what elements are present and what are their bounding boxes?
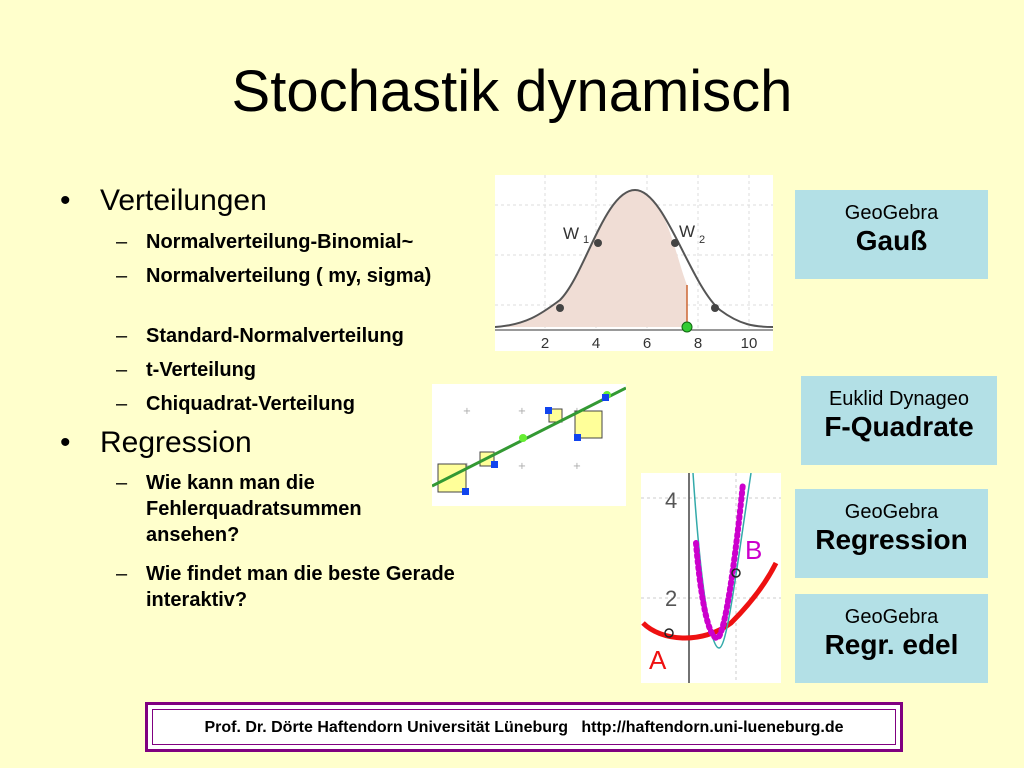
dash: – <box>116 563 128 585</box>
svg-text:+: + <box>518 461 526 472</box>
subitem: –Normalverteilung ( my, sigma) <box>116 263 436 289</box>
bullet-dot: • <box>60 426 71 459</box>
subitem: –Standard-Normalverteilung <box>116 323 496 349</box>
link-euklid-fquadrate[interactable]: Euklid Dynageo F-Quadrate <box>801 376 997 465</box>
bullet-verteilungen: • Verteilungen <box>60 184 267 218</box>
subitem-text: Wie kann man die Fehlerquadratsummen ans… <box>146 472 362 546</box>
subitem: –Normalverteilung-Binomial~ <box>116 229 496 255</box>
subitem-text: Standard-Normalverteilung <box>146 325 404 347</box>
footer-frame: Prof. Dr. Dörte Haftendorn Universität L… <box>145 702 903 752</box>
subitem: –Chiquadrat-Verteilung <box>116 391 446 417</box>
link-app: Euklid Dynageo <box>828 388 970 410</box>
svg-text:+: + <box>463 406 471 417</box>
x-tick: 4 <box>592 335 600 351</box>
subitem-text: Normalverteilung-Binomial~ <box>146 231 414 253</box>
dash: – <box>116 472 128 494</box>
dash: – <box>116 393 128 415</box>
parabola-figure: 4 2 A B <box>641 473 781 683</box>
link-app: GeoGebra <box>844 606 939 628</box>
x-tick: 10 <box>741 335 758 351</box>
w1-label: W <box>563 224 579 243</box>
link-geogebra-gauss[interactable]: GeoGebra Gauß <box>795 190 988 279</box>
point-b-label: B <box>745 535 762 565</box>
link-title: Gauß <box>855 225 928 256</box>
link-title: F-Quadrate <box>824 411 974 442</box>
dash: – <box>116 231 128 253</box>
link-app: GeoGebra <box>844 202 939 224</box>
bullet-regression: • Regression <box>60 426 252 460</box>
x-tick: 6 <box>643 335 651 351</box>
regression-squares-figure: +++ +++ <box>432 384 626 506</box>
footer-text: Prof. Dr. Dörte Haftendorn Universität L… <box>152 709 896 745</box>
dash: – <box>116 265 128 287</box>
bullet-label: Verteilungen <box>100 184 267 217</box>
link-title: Regr. edel <box>824 629 959 660</box>
point-a-label: A <box>649 645 667 675</box>
bullet-dot: • <box>60 184 71 217</box>
dash: – <box>116 325 128 347</box>
link-app: GeoGebra <box>844 501 939 523</box>
subitem: –Wie kann man die Fehlerquadratsummen an… <box>116 470 426 548</box>
gauss-figure: W 1 W 2 2 4 6 8 10 <box>495 175 773 351</box>
link-title: Regression <box>815 524 968 555</box>
subitem: –Wie findet man die beste Gerade interak… <box>116 561 456 613</box>
y-tick: 4 <box>665 488 677 513</box>
subitem-text: Wie findet man die beste Gerade interakt… <box>146 563 455 611</box>
subitem: –t-Verteilung <box>116 357 446 383</box>
slide-title: Stochastik dynamisch <box>231 59 793 124</box>
link-geogebra-regr-edel[interactable]: GeoGebra Regr. edel <box>795 594 988 683</box>
w2-subscript: 2 <box>699 234 705 246</box>
svg-text:+: + <box>573 461 581 472</box>
dash: – <box>116 359 128 381</box>
link-geogebra-regression[interactable]: GeoGebra Regression <box>795 489 988 578</box>
svg-text:+: + <box>518 406 526 417</box>
w1-subscript: 1 <box>583 234 589 246</box>
bullet-label: Regression <box>100 426 252 459</box>
subitem-text: Normalverteilung ( my, sigma) <box>146 265 432 287</box>
y-tick: 2 <box>665 586 677 611</box>
w2-label: W <box>679 222 695 241</box>
svg-text:+: + <box>463 461 471 472</box>
x-tick: 8 <box>694 335 702 351</box>
subitem-text: Chiquadrat-Verteilung <box>146 393 355 415</box>
subitem-text: t-Verteilung <box>146 359 257 381</box>
x-tick: 2 <box>541 335 549 351</box>
